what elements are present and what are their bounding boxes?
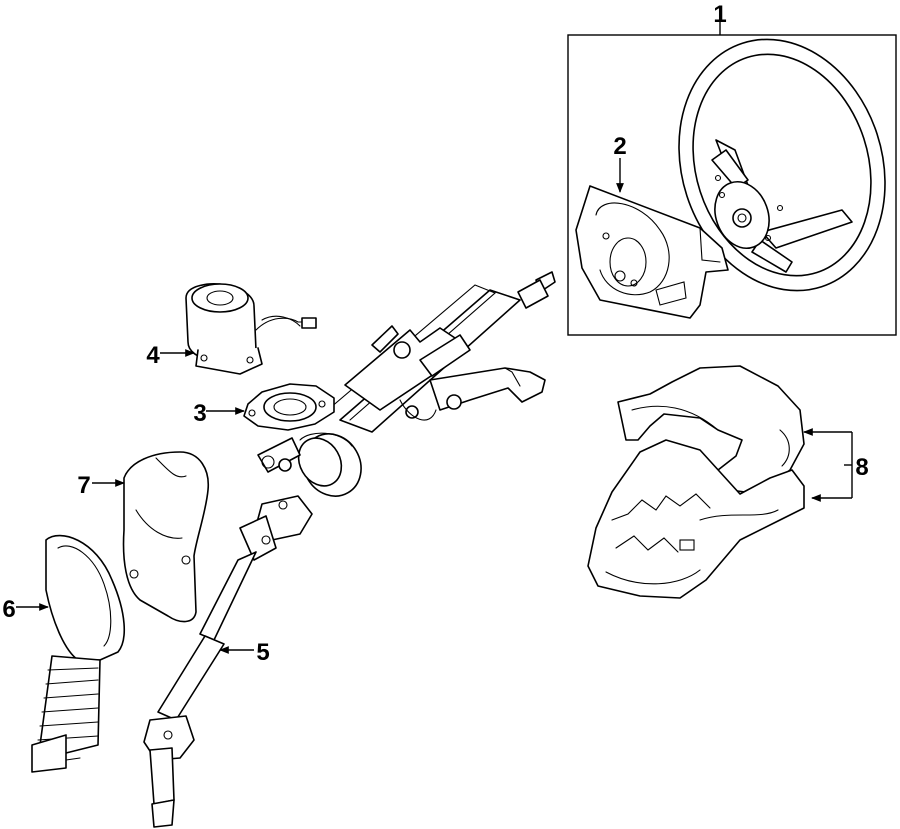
callout-5: 5 xyxy=(256,639,269,666)
airbag-module[interactable] xyxy=(575,185,729,319)
callout-6: 6 xyxy=(2,596,15,623)
steering-column[interactable] xyxy=(243,271,556,507)
column-hole-cover[interactable] xyxy=(122,451,209,623)
column-covers[interactable] xyxy=(587,365,805,599)
steering-wheel-frame xyxy=(567,34,897,336)
callout-4: 4 xyxy=(146,342,160,369)
ignition-switch-ring[interactable] xyxy=(243,383,335,431)
callout-8: 8 xyxy=(855,454,868,481)
spiral-cable-sensor[interactable] xyxy=(185,283,317,375)
callout-2: 2 xyxy=(613,133,626,160)
callout-3: 3 xyxy=(193,400,206,427)
callout-1: 1 xyxy=(713,1,726,28)
column-boot[interactable] xyxy=(31,534,126,773)
callout-7: 7 xyxy=(77,472,90,499)
steering-wheel[interactable] xyxy=(647,12,900,317)
steering-wheel-group[interactable]: 1 2 xyxy=(567,1,900,336)
intermediate-shaft[interactable] xyxy=(143,495,313,828)
